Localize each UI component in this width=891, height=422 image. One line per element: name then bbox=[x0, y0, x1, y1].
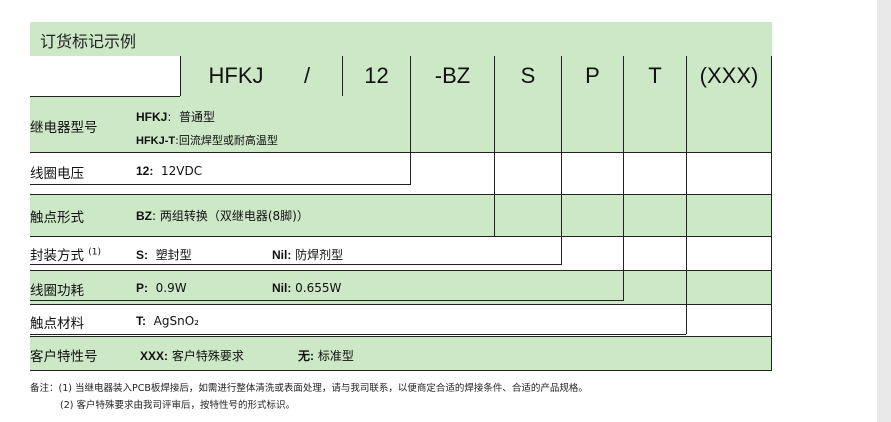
title-banner: 订货标记示例 bbox=[30, 22, 772, 56]
code-package: S bbox=[520, 63, 536, 88]
customer-option-standard: 无: 标准型 bbox=[298, 349, 354, 363]
row-label-package: 封装方式 (1) bbox=[30, 247, 102, 265]
vertical-scrollbar[interactable] bbox=[877, 0, 891, 422]
row-label-coil-voltage: 线圈电压 bbox=[30, 166, 84, 182]
package-option-sealed: S: 塑封型 bbox=[136, 248, 192, 262]
row-label-model: 继电器型号 bbox=[30, 120, 98, 136]
package-option-nil: Nil: 防焊剂型 bbox=[272, 248, 344, 262]
contact-form-option: BZ: 两组转换（双继电器(8脚)） bbox=[136, 209, 309, 223]
model-option-standard: HFKJ: 普通型 bbox=[136, 110, 216, 124]
code-coil-power: P bbox=[585, 63, 600, 88]
page-title: 订货标记示例 bbox=[40, 32, 137, 51]
row-label-contact-form: 触点形式 bbox=[30, 210, 84, 226]
row-bg-model bbox=[30, 96, 772, 152]
code-contact-form: -BZ bbox=[434, 63, 471, 88]
row-label-customer: 客户特性号 bbox=[30, 349, 98, 365]
coil-power-option-nil: Nil: 0.655W bbox=[272, 281, 342, 295]
code-header-band bbox=[181, 56, 772, 96]
row-bg-contact-form bbox=[30, 194, 772, 236]
row-label-coil-power: 线圈功耗 bbox=[30, 283, 84, 299]
customer-option-special: XXX: 客户特殊要求 bbox=[140, 349, 244, 363]
code-contact-material: T bbox=[648, 63, 662, 88]
contact-material-option: T: AgSnO₂ bbox=[136, 314, 199, 328]
model-option-reflow: HFKJ-T:回流焊型或耐高温型 bbox=[136, 134, 278, 147]
footnote-2: (2) 客户特殊要求由我司评审后，按特性号的形式标识。 bbox=[60, 400, 295, 411]
code-series: HFKJ bbox=[208, 63, 264, 88]
row-bg-customer bbox=[30, 336, 772, 370]
code-voltage: 12 bbox=[364, 63, 389, 88]
coil-voltage-option: 12: 12VDC bbox=[136, 164, 203, 178]
footnote-1: 备注：(1) 当继电器装入PCB板焊接后，如需进行整体清洗或表面处理，请与我司联… bbox=[30, 383, 588, 394]
code-separator: / bbox=[303, 63, 311, 88]
row-bg-coil-power bbox=[30, 270, 772, 304]
row-label-contact-material: 触点材料 bbox=[30, 316, 84, 332]
code-customer: (XXX) bbox=[699, 63, 759, 88]
coil-power-option-p: P: 0.9W bbox=[136, 281, 187, 295]
